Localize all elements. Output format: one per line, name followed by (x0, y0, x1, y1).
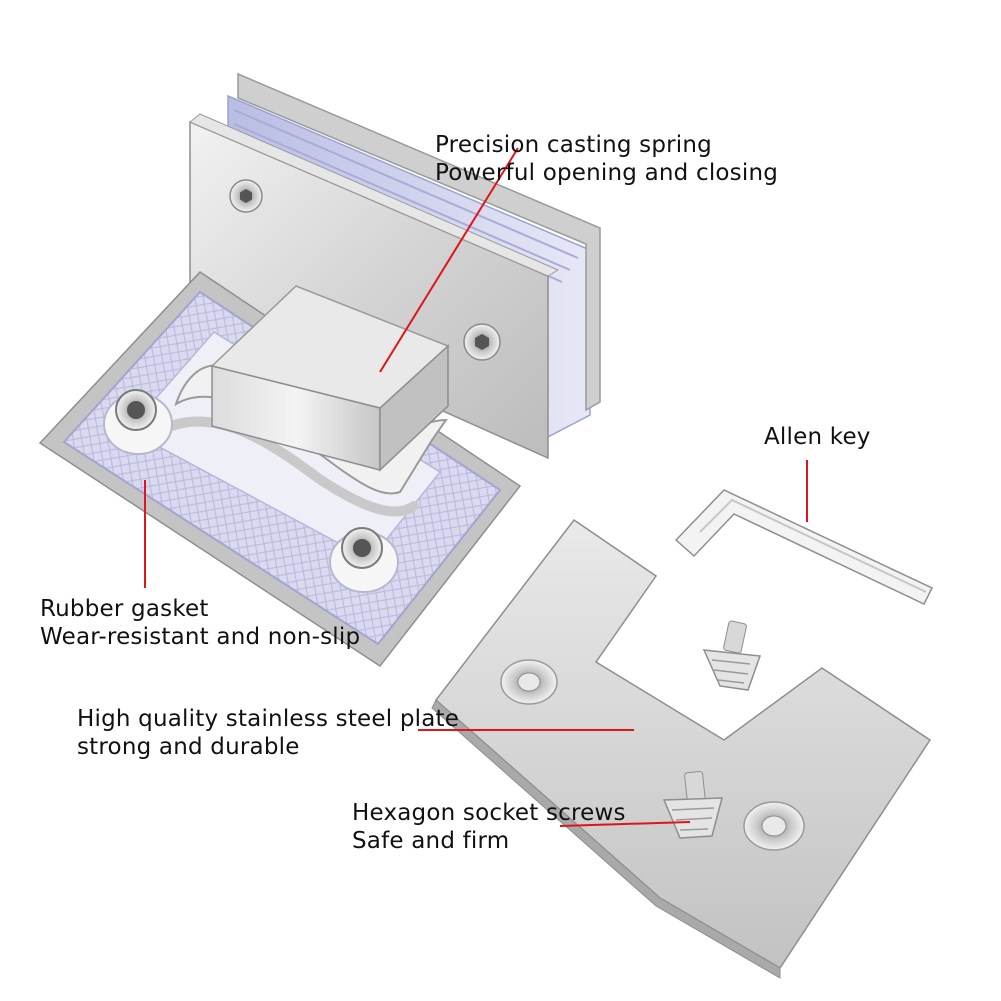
label-screws-line2: Safe and firm (352, 828, 510, 854)
label-spring: Precision casting spring Powerful openin… (435, 131, 778, 187)
label-allen-key-line1: Allen key (764, 424, 871, 450)
label-screws-line1: Hexagon socket screws (352, 800, 626, 826)
back-clamp-plate (237, 72, 601, 412)
label-spring-line2: Powerful opening and closing (435, 160, 779, 186)
leader-line-spring (379, 147, 519, 373)
cover-plate-body (434, 518, 932, 970)
countersunk-hole (743, 801, 805, 851)
clamp-screw-head (463, 323, 501, 361)
allen-key-body (674, 489, 934, 605)
hexagon-socket-screw (662, 770, 723, 839)
label-gasket-line2: Wear-resistant and non-slip (40, 624, 361, 650)
label-plate-line1: High quality stainless steel plate (77, 706, 460, 732)
label-plate: High quality stainless steel plate stron… (77, 705, 459, 761)
spring-block-side (379, 344, 449, 472)
clamp-screw-head (229, 179, 263, 213)
leader-line-screws (559, 821, 691, 827)
leader-lines (144, 147, 808, 827)
spring-housing-inner (157, 416, 419, 517)
cover-plate-edge (431, 699, 781, 979)
front-clamp-plate-top-edge (189, 113, 560, 277)
label-gasket-line1: Rubber gasket (40, 596, 209, 622)
countersunk-hole (500, 659, 558, 705)
label-plate-line2: strong and durable (77, 734, 300, 760)
hinge-assembly (38, 72, 601, 668)
label-gasket: Rubber gasket Wear-resistant and non-sli… (40, 595, 360, 651)
threaded-insert (103, 389, 173, 455)
allen-key (674, 489, 934, 605)
label-allen-key: Allen key (764, 423, 871, 451)
hexagon-socket-screw (702, 620, 762, 691)
label-spring-line1: Precision casting spring (435, 132, 712, 158)
label-screws: Hexagon socket screws Safe and firm (352, 799, 626, 855)
threaded-insert (329, 527, 399, 593)
cover-plate (431, 518, 932, 979)
